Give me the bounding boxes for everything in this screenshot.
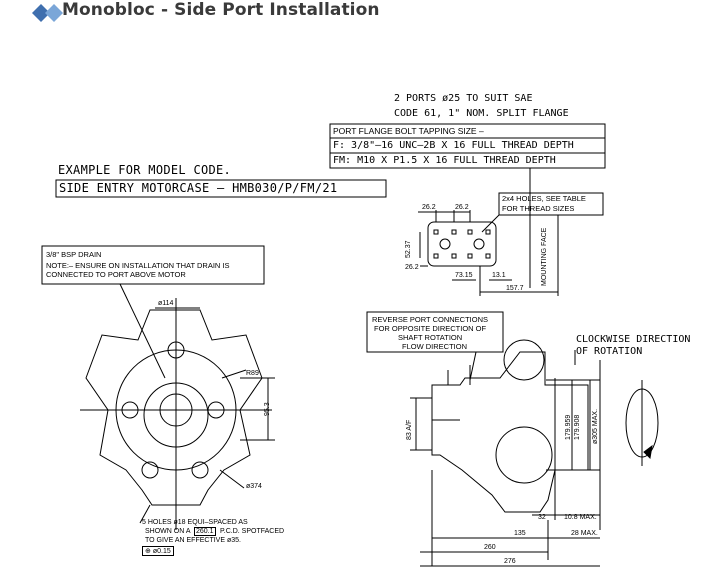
rotation-arrow-icon — [625, 380, 659, 466]
dim-73-15: 73.15 — [455, 272, 473, 279]
dim-179-908: 179.908 — [574, 414, 581, 440]
ports-note-line1: 2 PORTS ø25 TO SUIT SAE — [394, 93, 533, 104]
flange-table-row-f: F: 3/8"–16 UNC–2B X 16 FULL THREAD DEPTH — [333, 140, 574, 151]
holes-spec-line1: 5 HOLES ø18 EQUI–SPACED AS — [142, 519, 248, 526]
dim-32: 32 — [538, 514, 546, 521]
reverse-note-line1: REVERSE PORT CONNECTIONS — [372, 315, 488, 324]
ports-note-line2: CODE 61, 1" NOM. SPLIT FLANGE — [394, 108, 569, 119]
dim-phi-305: ø305 MAX. — [592, 408, 599, 444]
position-tolerance-icon: ⊕ — [145, 548, 151, 555]
tolerance-frame: ⊕ ø0.15 — [142, 546, 174, 556]
drain-note-line1: 3/8" BSP DRAIN — [46, 250, 102, 259]
dim-phi-114: ø114 — [158, 300, 174, 307]
holes-spec-line3: TO GIVE AN EFFECTIVE ø35. — [145, 537, 241, 544]
dim-26-2-b: 26.2 — [455, 204, 469, 211]
tolerance-value: ø0.15 — [152, 548, 171, 555]
dim-83-af: 83 A/F — [406, 419, 413, 440]
dim-13-1: 13.1 — [492, 272, 506, 279]
dim-95-3: 95.3 — [264, 402, 271, 416]
holes-spec-line2a: SHOWN ON A — [145, 528, 191, 535]
dim-157-7: 157.7 — [506, 285, 524, 292]
dim-276: 276 — [504, 558, 516, 565]
dim-r89: R89 — [246, 370, 259, 377]
rotation-note-line2: OF ROTATION — [576, 346, 643, 357]
dim-26-2-c: 26.2 — [405, 264, 419, 271]
mounting-face-label: MOUNTING FACE — [541, 227, 548, 286]
flange-table-row-fm: FM: M10 X P1.5 X 16 FULL THREAD DEPTH — [333, 155, 556, 166]
dim-26-2-a: 26.2 — [422, 204, 436, 211]
drain-note-line2: NOTE:– ENSURE ON INSTALLATION THAT DRAIN… — [46, 261, 230, 270]
holes-spec-line2c: P.C.D. SPOTFACED — [220, 528, 285, 535]
dim-phi-374: ø374 — [246, 483, 262, 490]
reverse-note-line2: FOR OPPOSITE DIRECTION OF — [374, 324, 487, 333]
dim-10-8: 10.8 MAX. — [564, 514, 597, 521]
page-title: Monobloc - Side Port Installation — [62, 0, 380, 20]
dim-135: 135 — [514, 530, 526, 537]
motor-front-view — [80, 298, 275, 530]
dim-260: 260 — [484, 544, 496, 551]
reverse-note-line3: SHAFT ROTATION — [398, 333, 463, 342]
holes-note-line2: FOR THREAD SIZES — [502, 204, 575, 213]
brand-diamond-icon — [32, 4, 63, 22]
rotation-note-line1: CLOCKWISE DIRECTION — [576, 334, 691, 345]
reverse-note-line4: FLOW DIRECTION — [402, 342, 467, 351]
dim-179-959: 179.959 — [565, 414, 572, 440]
drain-note-line3: CONNECTED TO PORT ABOVE MOTOR — [46, 270, 186, 279]
motor-side-view — [410, 339, 601, 567]
example-label: EXAMPLE FOR MODEL CODE. — [58, 163, 232, 177]
holes-note-line1: 2x4 HOLES, SEE TABLE — [502, 194, 586, 203]
holes-spec-pcd-box: 260.1 — [194, 527, 216, 536]
dim-28: 28 MAX. — [571, 530, 598, 537]
example-code: SIDE ENTRY MOTORCASE – HMB030/P/FM/21 — [59, 181, 338, 195]
dim-52-37: 52.37 — [405, 240, 412, 258]
flange-table-header: PORT FLANGE BOLT TAPPING SIZE – — [333, 126, 484, 136]
flange-view — [418, 210, 559, 296]
